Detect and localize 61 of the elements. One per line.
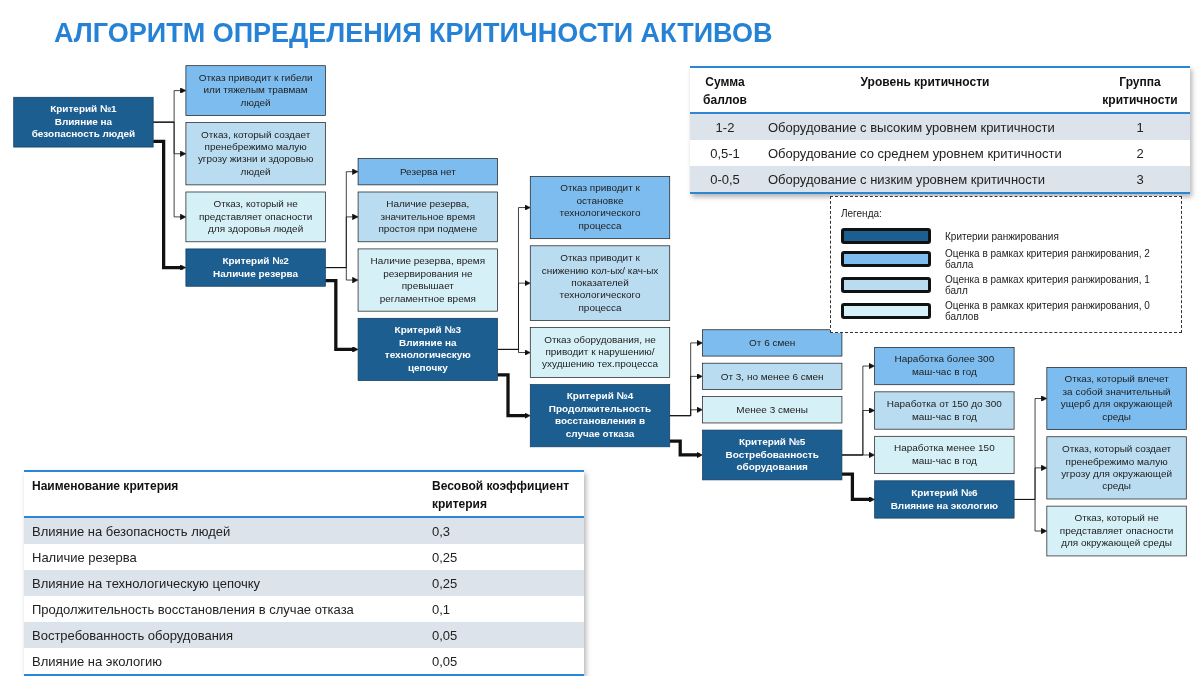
legend-text: Оценка в рамках критерия ранжирования, 2 балла: [945, 248, 1151, 270]
rating-box: Менее 3 смены: [702, 396, 843, 424]
legend-text: Оценка в рамках критерия ранжирования, 0 баллов: [945, 300, 1151, 322]
criterion-name: Влияние на экологию: [32, 654, 162, 669]
criticality-level: Оборудование с высоким уровнем критичности: [768, 120, 1055, 135]
criterion-box: Критерий №2 Наличие резерва: [185, 248, 326, 287]
diagram-title: АЛГОРИТМ ОПРЕДЕЛЕНИЯ КРИТИЧНОСТИ АКТИВОВ: [54, 18, 773, 49]
rating-box: Отказ приводит к гибели или тяжелым травмам людей: [185, 65, 326, 116]
rating-box: От 3, но менее 6 смен: [702, 362, 843, 390]
column-header: Наименование критерия: [32, 479, 179, 493]
weight-value: 0,25: [432, 550, 458, 565]
rating-box: Отказ, который влечет за собой значительный ущерб для окружающей среды: [1046, 367, 1187, 430]
column-header: Весовой коэффициент критерия: [432, 479, 570, 511]
criticality-level: Оборудование с низким уровнем критичности: [768, 172, 1045, 187]
rating-box: Резерва нет: [357, 158, 498, 186]
rating-box: Наличие резерва, значительное время простоя при подмене: [357, 191, 498, 243]
legend-text: Оценка в рамках критерия ранжирования, 1 балл: [945, 274, 1151, 296]
rating-box: Наработка от 150 до 300 маш-час в год: [874, 391, 1015, 430]
criterion-box: Критерий №4 Продолжительность восстановления в случае отказа: [529, 384, 671, 448]
legend-title: Легенда:: [841, 208, 882, 219]
score-range: 1-2: [715, 120, 735, 135]
rating-box: Отказ, который создает пренебрежимо малую угрозу жизни и здоровью людей: [185, 122, 326, 186]
criterion-box: Критерий №3 Влияние на технологическую цепочку: [357, 317, 498, 381]
rating-box: Отказ приводит к снижению кол-ых/ кач-ых показателей технологического процесса: [529, 245, 671, 321]
criterion-name: Продолжительность восстановления в случае отказа: [32, 602, 354, 617]
legend-text: Критерии ранжирования: [945, 230, 1059, 242]
criticality-level: Оборудование со среднем уровнем критичности: [768, 146, 1062, 161]
criterion-box: Критерий №5 Востребованность оборудования: [702, 429, 843, 481]
rating-box: Отказ оборудования, не приводит к нарушению/ухудшению тех.процесса: [529, 327, 671, 378]
column-header: Группа критичности: [1102, 75, 1178, 107]
arrow: [497, 373, 531, 419]
column-header: Сумма баллов: [703, 75, 747, 107]
rating-box: Отказ, который не представляет опасности для здоровья людей: [185, 191, 326, 243]
weight-value: 0,05: [432, 654, 458, 669]
rating-box: От 6 смен: [702, 329, 843, 357]
weight-value: 0,25: [432, 576, 458, 591]
rating-box: Отказ, который создает пренебрежимо малую угрозу для окружающей среды: [1046, 436, 1187, 500]
criterion-box: Критерий №1 Влияние на безопасность людей: [13, 96, 154, 148]
criticality-group: 1: [1136, 120, 1144, 135]
arrow: [153, 139, 187, 271]
arrow: [669, 439, 703, 459]
criticality-group: 2: [1136, 146, 1144, 161]
rating-box: Наработка менее 150 маш-час в год: [874, 435, 1015, 474]
arrow: [841, 472, 875, 503]
rating-box: Наличие резерва, время резервирования не превышает регламентное время: [357, 248, 498, 312]
rating-box: Отказ, который не представляет опасности для окружающей среды: [1046, 505, 1187, 557]
weight-value: 0,3: [432, 524, 451, 539]
criterion-name: Влияние на безопасность людей: [32, 524, 231, 539]
rating-box: Отказ приводит к остановке технологического процесса: [529, 176, 671, 240]
score-range: 0,5-1: [710, 146, 740, 161]
rating-box: Наработка более 300 маш-час в год: [874, 347, 1015, 386]
weight-value: 0,1: [432, 602, 451, 617]
criterion-name: Наличие резерва: [32, 550, 137, 565]
criterion-name: Влияние на технологическую цепочку: [32, 576, 261, 591]
criterion-box: Критерий №6 Влияние на экологию: [874, 480, 1015, 519]
criterion-name: Востребованность оборудования: [32, 628, 234, 643]
criticality-group: 3: [1136, 172, 1144, 187]
score-range: 0-0,5: [710, 172, 740, 187]
weight-value: 0,05: [432, 628, 458, 643]
arrow: [325, 278, 359, 353]
column-header: Уровень критичности: [860, 75, 990, 89]
